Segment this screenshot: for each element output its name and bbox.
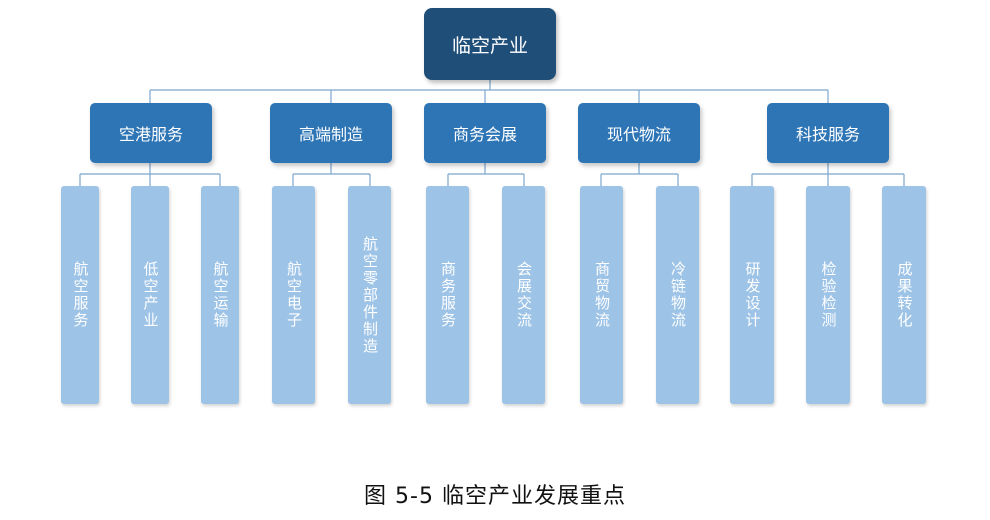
category-label: 高端制造 <box>298 125 363 144</box>
category-node-tech-services: 科技服务 <box>767 103 889 163</box>
leaf-label: 航空零部件制造 <box>361 235 379 355</box>
category-node-high-end-manufacturing: 高端制造 <box>270 103 392 163</box>
leaf-node: 会展交流 <box>502 186 545 404</box>
figure-caption: 图 5-5 临空产业发展重点 <box>364 484 626 509</box>
leaf-node: 检验检测 <box>806 186 850 404</box>
category-node-modern-logistics: 现代物流 <box>578 103 700 163</box>
leaf-node: 航空零部件制造 <box>348 186 391 404</box>
category-label: 现代物流 <box>606 125 671 144</box>
leaf-label: 低空产业 <box>141 261 160 329</box>
leaf-label: 研发设计 <box>743 261 762 329</box>
category-node-business-exhibition: 商务会展 <box>424 103 546 163</box>
leaf-node: 航空电子 <box>272 186 315 404</box>
category-node-airport-services: 空港服务 <box>90 103 212 163</box>
leaf-label: 航空电子 <box>285 261 303 329</box>
leaf-label: 会展交流 <box>515 261 533 329</box>
category-label: 空港服务 <box>118 125 183 144</box>
category-label: 商务会展 <box>452 125 517 144</box>
root-node: 临空产业 <box>424 8 556 80</box>
leaf-label: 航空服务 <box>71 261 90 329</box>
leaf-node: 研发设计 <box>730 186 774 404</box>
leaf-node: 商贸物流 <box>580 186 623 404</box>
root-label: 临空产业 <box>451 34 528 57</box>
leaf-label: 商贸物流 <box>593 261 611 329</box>
leaf-node: 航空服务 <box>61 186 99 404</box>
leaf-label: 冷链物流 <box>669 261 687 329</box>
category-label: 科技服务 <box>795 125 860 144</box>
leaf-label: 商务服务 <box>439 261 457 329</box>
leaf-label: 航空运输 <box>211 261 230 329</box>
leaf-label: 成果转化 <box>895 261 914 329</box>
leaf-node: 航空运输 <box>201 186 239 404</box>
leaf-node: 低空产业 <box>131 186 169 404</box>
leaf-label: 检验检测 <box>819 261 838 329</box>
leaf-node: 冷链物流 <box>656 186 699 404</box>
leaf-node: 商务服务 <box>426 186 469 404</box>
leaf-node: 成果转化 <box>882 186 926 404</box>
